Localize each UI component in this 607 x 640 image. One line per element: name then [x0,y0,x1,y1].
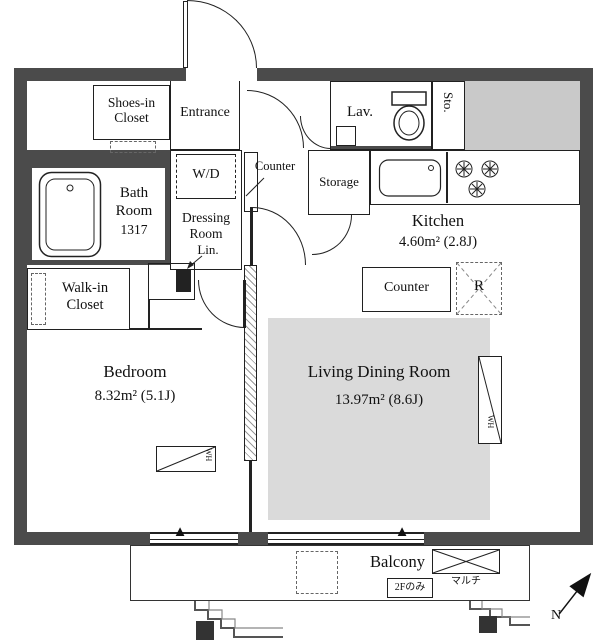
dressing-label1: Dressing [182,210,230,225]
bedroom-door-panel [243,280,246,328]
wall-bottom-right [424,532,593,545]
wh-bedroom-label: WH [204,448,214,462]
ldk-door-arc [252,207,306,265]
hall-counter-label: Counter [254,159,296,173]
balcony-dashed-box [296,551,338,594]
floor-note-box [387,578,433,598]
bath-label3: 1317 [120,222,148,237]
bath-label1: Bath [119,185,149,201]
bedroom-top-wall [130,328,202,330]
north-arrow-icon [558,572,592,615]
wall-right [580,68,593,545]
wh-ldr-label: WH [486,415,496,429]
wd-box [176,154,236,199]
wall-left [14,68,27,545]
balcony-marker-triangle-left: ▲ [172,524,188,540]
ldr-floor [268,318,490,520]
toilet-icon [391,91,427,141]
bedroom-area-label: 8.32m² (5.1J) [94,388,176,404]
wall-top-right [257,68,593,81]
kitchen-area-label: 4.60m² (2.8J) [398,234,478,250]
entrance-label: Entrance [180,105,230,120]
kitchen-counter-box [362,267,451,312]
bath-box [27,163,170,265]
ldr-area-label: 13.97m² (8.6J) [334,392,424,408]
kitchen-label: Kitchen [411,211,465,230]
walkin-hanger-dashed [31,273,46,325]
shoes-closet-dashed [110,141,156,153]
storage-door-arc [312,215,352,255]
wall-bottom-center [238,532,268,545]
balcony-box [130,545,530,601]
bath-label2: Room [115,203,153,219]
entrance-box [170,81,240,150]
kitchen-counter-label: Counter [383,280,430,295]
lin-cabinet-inner [176,270,191,292]
lav-box [330,81,432,150]
kitchen-unit-box [370,150,580,205]
ldk-door-panel [250,207,253,265]
wd-label: W/D [192,167,220,182]
bedroom-ldr-wall [249,461,252,532]
bedroom-closet-strip [244,265,257,461]
wh-bedroom-diagonal [156,446,216,472]
entrance-door-panel [183,1,188,68]
balcony-marker-triangle-right: ▲ [394,524,410,540]
section-steps-left-icon [194,601,283,638]
kitchen-sink-icon [378,159,442,197]
sto-box [432,81,465,150]
walkin-label2: Closet [66,297,104,313]
shoes-closet-label2: Closet [114,110,149,125]
ldr-label: Living Dining Room [307,362,451,381]
pier-block-left [196,621,214,640]
wall-bottom-left [14,532,150,545]
fridge-label: R [473,278,484,294]
kitchen-unit-divider [446,152,448,203]
stove-icon [455,160,499,198]
lin-label: Lin. [197,242,219,257]
wh-bedroom-box [156,446,216,472]
lin-arrow-icon [187,255,203,269]
dressing-box [170,150,242,270]
entrance-door-arc [187,0,257,68]
multi-label: マルチ [451,576,481,587]
north-label: N [550,608,562,623]
shoes-closet-box [93,85,170,140]
lav-sink-box [336,126,356,146]
lav-door-arc [300,116,331,149]
walkin-box [27,268,130,330]
shaft-area [465,81,580,151]
fridge-cross-icon [456,262,502,315]
shoes-closet-label: Shoes-in [107,95,156,110]
bedroom-label: Bedroom [103,362,167,381]
lav-label: Lav. [346,104,374,120]
bathtub-icon [38,171,102,258]
storage-box [308,150,370,215]
sto-label: Sto. [440,92,456,113]
lin-cabinet-box [148,263,195,300]
bedroom-door-arc [198,280,245,328]
ldr-window [268,532,424,545]
balcony-label: Balcony [370,552,425,571]
counter-leader-line [245,177,265,197]
multi-cross-icon [432,549,500,574]
walkin-label1: Walk-in [61,280,109,296]
wall-lav-bottom [330,146,432,151]
storage-label: Storage [319,174,359,189]
wall-bath-top [27,150,170,163]
hall-door-arc [247,90,304,148]
pier-block-right [479,616,497,633]
hall-wall-stub [148,300,150,330]
fridge-box [456,262,502,315]
wall-top-left [14,68,186,81]
section-steps-right-icon [469,601,530,626]
floor-note-label: 2Fのみ [394,582,426,593]
bedroom-window [150,532,238,545]
dressing-label2: Room [189,226,223,241]
wh-ldr-diagonal [478,356,502,444]
